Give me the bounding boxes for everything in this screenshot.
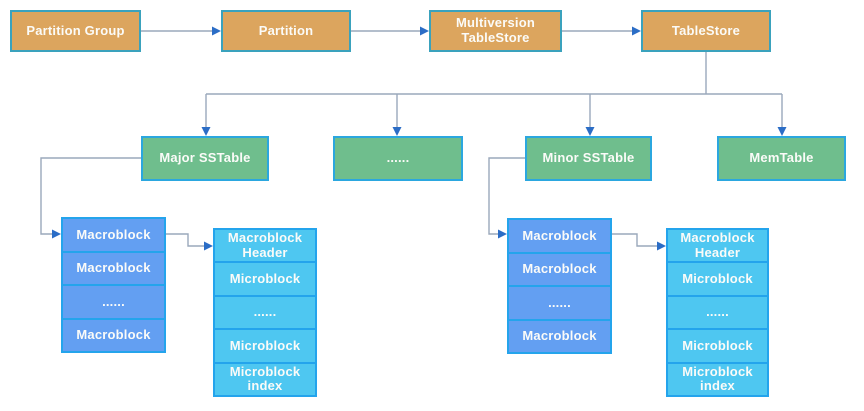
table-node-minor-sstable: Minor SSTable <box>525 136 652 181</box>
arrowheads <box>52 26 787 251</box>
microblock-cell: Microblock <box>668 261 767 295</box>
arrowhead-right <box>657 241 666 251</box>
connector-shafts <box>40 30 783 247</box>
microblock-index-cell: Microblock index <box>215 361 315 396</box>
link-major-macroblock <box>40 157 141 235</box>
arrowhead-right <box>632 26 641 36</box>
macroblock-cell: Macroblock <box>63 219 164 251</box>
table-node-ellipsis: ...... <box>333 136 463 181</box>
link-minor-macroblock <box>488 157 525 235</box>
macroblock-stack-right: Macroblock Macroblock ...... Macroblock <box>507 218 612 354</box>
arrowhead-down <box>392 127 402 136</box>
macroblock-detail-stack-left: Macroblock Header Microblock ...... Micr… <box>213 228 317 397</box>
flow-node-tablestore: TableStore <box>641 10 771 52</box>
macroblock-detail-stack-right: Macroblock Header Microblock ...... Micr… <box>666 228 769 397</box>
arrowhead-down <box>585 127 595 136</box>
arrowhead-right <box>212 26 221 36</box>
flow-node-partition: Partition <box>221 10 351 52</box>
macroblock-header-cell: Macroblock Header <box>668 230 767 262</box>
microblock-cell: Microblock <box>668 328 767 362</box>
table-node-memtable: MemTable <box>717 136 846 181</box>
arrowhead-right <box>204 241 213 251</box>
macroblock-cell: Macroblock <box>509 251 610 285</box>
table-node-major-sstable: Major SSTable <box>141 136 269 181</box>
microblock-cell: Microblock <box>215 328 315 362</box>
macroblock-cell-ellipsis: ...... <box>509 285 610 319</box>
macroblock-cell: Macroblock <box>509 220 610 252</box>
arrowhead-down <box>201 127 211 136</box>
link-macroblock-detail-left <box>166 233 204 247</box>
microblock-cell: Microblock <box>215 261 315 295</box>
microblock-cell-ellipsis: ...... <box>668 294 767 329</box>
flow-node-multiversion-tablestore: Multiversion TableStore <box>429 10 562 52</box>
link-macroblock-detail-right <box>612 233 657 247</box>
macroblock-stack-left: Macroblock Macroblock ...... Macroblock <box>61 217 166 353</box>
flow-node-partition-group: Partition Group <box>10 10 141 52</box>
microblock-index-cell: Microblock index <box>668 361 767 396</box>
macroblock-cell: Macroblock <box>63 250 164 284</box>
macroblock-cell: Macroblock <box>509 318 610 352</box>
arrowhead-right <box>420 26 429 36</box>
arrowhead-right <box>52 229 61 239</box>
macroblock-cell: Macroblock <box>63 317 164 351</box>
macroblock-header-cell: Macroblock Header <box>215 230 315 262</box>
microblock-cell-ellipsis: ...... <box>215 294 315 329</box>
arrowhead-right <box>498 229 507 239</box>
arrowhead-down <box>777 127 787 136</box>
macroblock-cell-ellipsis: ...... <box>63 284 164 318</box>
